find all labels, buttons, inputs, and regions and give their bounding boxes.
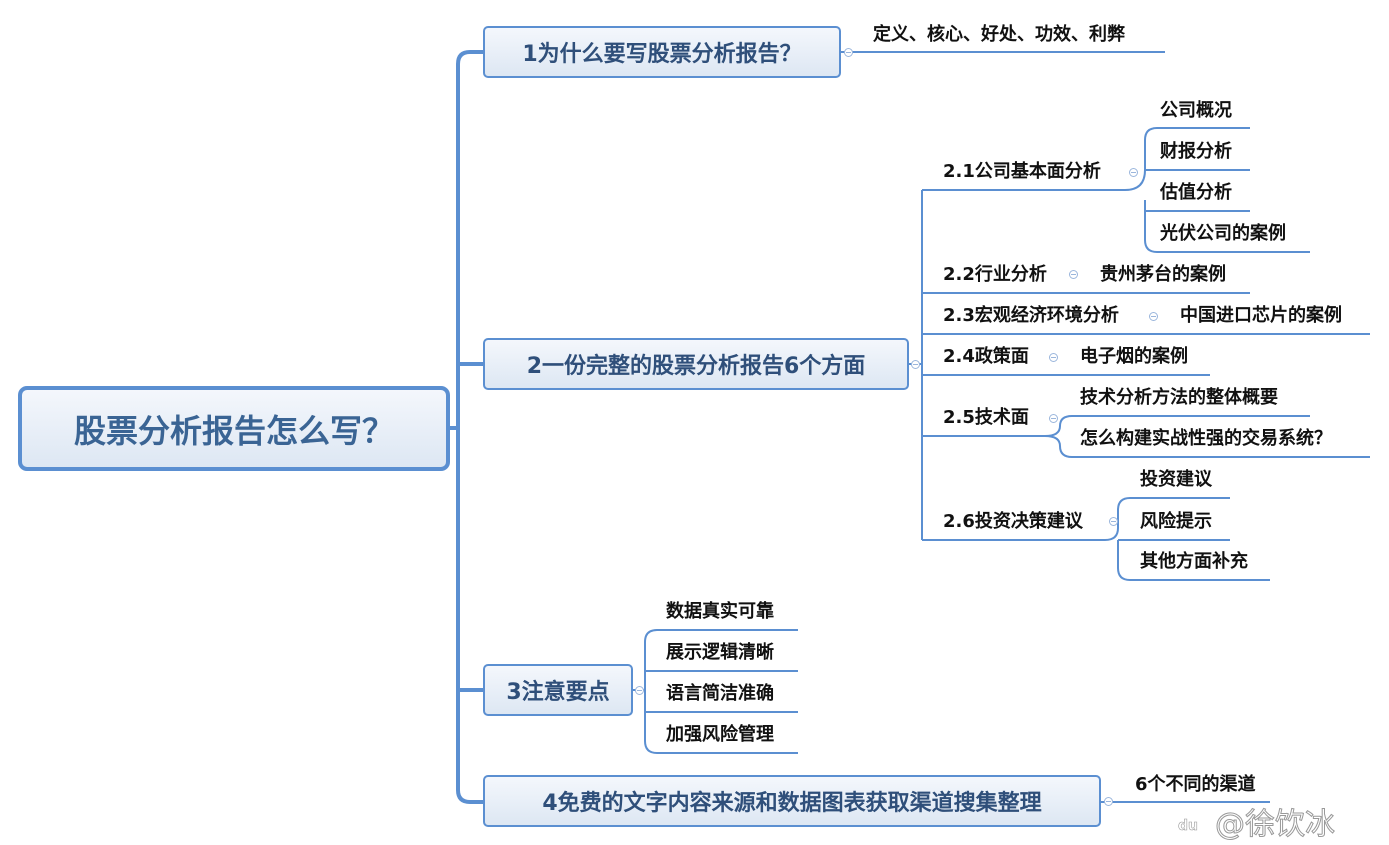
sub-node-2-1[interactable]: 2.1公司基本面分析 [943,161,1101,182]
sub-node-2-4[interactable]: 2.4政策面 [943,346,1029,367]
branch-3-node[interactable]: 3注意要点 [483,664,633,716]
sub-node-2-5[interactable]: 2.5技术面 [943,407,1029,428]
leaf-node[interactable]: 公司概况 [1160,100,1232,121]
leaf-node[interactable]: 中国进口芯片的案例 [1180,305,1342,326]
sub-node-2-2[interactable]: 2.2行业分析 [943,264,1047,285]
collapse-icon[interactable] [1129,168,1138,177]
sub-node-2-3[interactable]: 2.3宏观经济环境分析 [943,305,1119,326]
leaf-node[interactable]: 技术分析方法的整体概要 [1080,387,1278,408]
leaf-node[interactable]: 其他方面补充 [1140,551,1248,572]
leaf-node[interactable]: 财报分析 [1160,141,1232,162]
leaf-node[interactable]: 贵州茅台的案例 [1100,264,1226,285]
leaf-node[interactable]: 投资建议 [1140,469,1212,490]
collapse-icon[interactable] [844,48,853,57]
leaf-node[interactable]: 定义、核心、好处、功效、利弊 [873,24,1125,45]
leaf-node[interactable]: 风险提示 [1140,511,1212,532]
leaf-node[interactable]: 展示逻辑清晰 [666,642,774,663]
leaf-node[interactable]: 光伏公司的案例 [1160,223,1286,244]
root-node[interactable]: 股票分析报告怎么写？ [18,386,450,471]
collapse-icon[interactable] [635,686,644,695]
leaf-node[interactable]: 6个不同的渠道 [1135,774,1256,795]
collapse-icon[interactable] [1104,797,1113,806]
collapse-icon[interactable] [1049,353,1058,362]
branch-2-node[interactable]: 2一份完整的股票分析报告6个方面 [483,338,909,390]
collapse-icon[interactable] [911,360,920,369]
collapse-icon[interactable] [1049,414,1058,423]
collapse-icon[interactable] [1109,517,1118,526]
leaf-node[interactable]: 加强风险管理 [666,724,774,745]
collapse-icon[interactable] [1069,270,1078,279]
leaf-node[interactable]: 语言简洁准确 [666,683,774,704]
branch-1-node[interactable]: 1为什么要写股票分析报告？ [483,26,841,78]
leaf-node[interactable]: 数据真实可靠 [666,601,774,622]
sub-node-2-6[interactable]: 2.6投资决策建议 [943,511,1083,532]
leaf-node[interactable]: 电子烟的案例 [1080,346,1188,367]
leaf-node[interactable]: 估值分析 [1160,182,1232,203]
branch-4-node[interactable]: 4免费的文字内容来源和数据图表获取渠道搜集整理 [483,775,1101,827]
watermark-logo: du [1178,818,1199,835]
watermark: @徐饮冰 [1215,807,1336,843]
leaf-node[interactable]: 怎么构建实战性强的交易系统？ [1080,428,1332,449]
collapse-icon[interactable] [1149,312,1158,321]
